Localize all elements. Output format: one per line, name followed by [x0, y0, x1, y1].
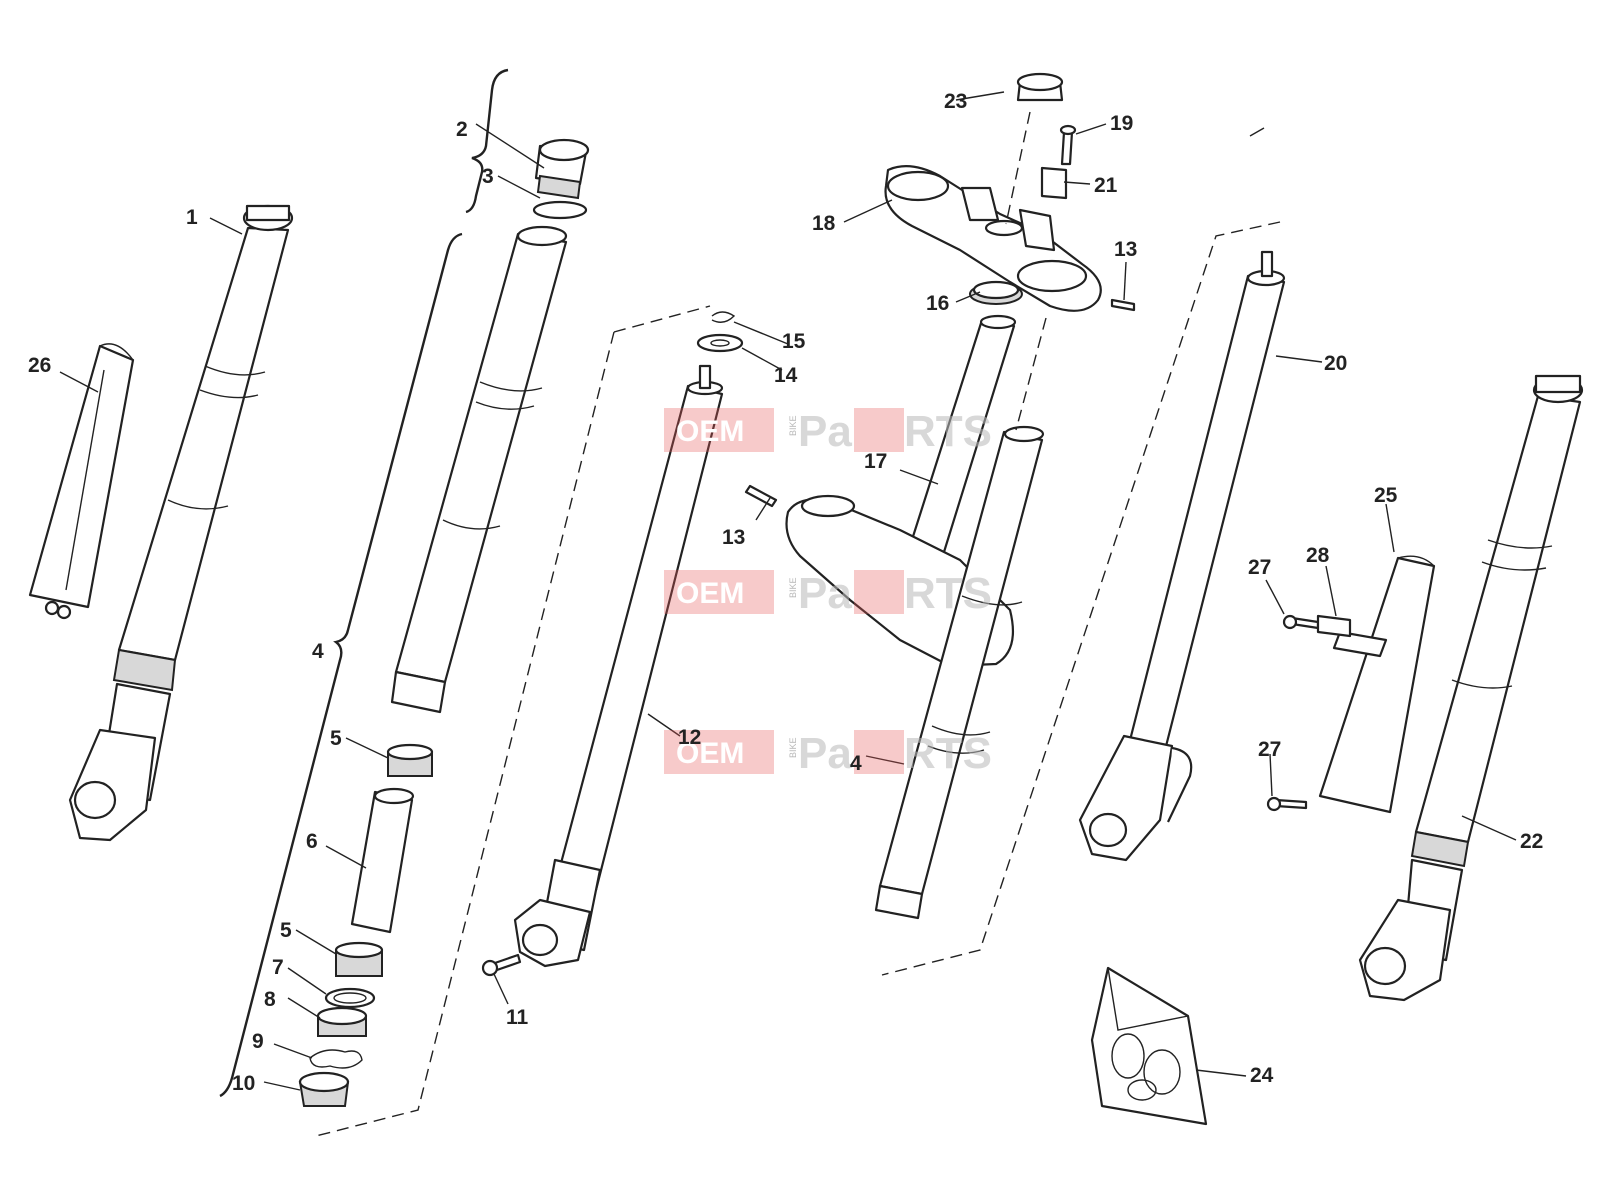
fork-leg-center: [874, 425, 1045, 920]
steering-nut: [1016, 72, 1064, 102]
callout-22: 22: [1520, 830, 1543, 853]
callout-13-right: 13: [1114, 238, 1137, 261]
clamp-bolt-right: [1110, 298, 1136, 312]
fork-guard-right: [1318, 555, 1436, 814]
leader-lines: [59, 91, 1517, 1091]
bushing-upper: [386, 743, 434, 777]
brace-group-2: [465, 68, 509, 214]
callout-25: 25: [1374, 484, 1398, 507]
callout-4-center: 4: [850, 752, 862, 775]
callout-27-upper: 27: [1248, 556, 1271, 579]
top-washer: [696, 333, 744, 353]
callout-16: 16: [926, 292, 949, 315]
svg-text:Pa: Pa: [798, 569, 852, 618]
seal-kit-bag: [1090, 966, 1208, 1126]
clamp-bracket: [1040, 166, 1068, 200]
svg-text:RTS: RTS: [904, 729, 992, 778]
svg-text:RTS: RTS: [904, 407, 992, 456]
bushing-lower: [334, 941, 384, 977]
callout-3: 3: [482, 165, 494, 188]
watermark-row-3: OEM BIKE Pa RTS: [664, 729, 992, 778]
callout-13-left: 13: [722, 526, 745, 549]
callout-20: 20: [1324, 352, 1347, 375]
callout-2: 2: [456, 118, 468, 141]
fork-leg-right-inner: [1078, 250, 1286, 862]
callout-28: 28: [1306, 544, 1330, 567]
fork-cap-upper: [532, 138, 590, 220]
circlip: [309, 1049, 363, 1069]
callout-6: 6: [306, 830, 318, 853]
bearing-ring: [969, 280, 1023, 305]
bolt-axle-clamp: [481, 953, 522, 977]
clamp-bolt-lower: [744, 484, 778, 508]
svg-text:OEM: OEM: [676, 577, 744, 610]
callout-26: 26: [28, 354, 51, 377]
callout-8: 8: [264, 988, 276, 1011]
callout-23: 23: [944, 90, 967, 113]
svg-text:RTS: RTS: [904, 569, 992, 618]
seal: [316, 1006, 368, 1037]
callout-12: 12: [678, 726, 701, 749]
assembly-outline-right: [881, 221, 1281, 976]
axis-lines: [1005, 111, 1047, 431]
fork-guard-left: [28, 343, 135, 620]
fork-leg-left: [68, 204, 294, 842]
fork-leg-right: [1358, 374, 1584, 1002]
callout-11: 11: [506, 1006, 529, 1029]
clamp-bolt-top: [1059, 124, 1077, 166]
callout-18: 18: [812, 212, 836, 235]
callout-1: 1: [186, 206, 198, 229]
retaining-clip: [711, 311, 736, 323]
guard-bolt-upper: [1282, 614, 1320, 630]
callout-9: 9: [252, 1030, 264, 1053]
svg-text:OEM: OEM: [676, 737, 744, 770]
spacer-tube: [350, 787, 415, 934]
callout-5-upper: 5: [330, 727, 342, 750]
dust-seal: [298, 1071, 350, 1107]
callout-5-lower: 5: [280, 919, 292, 942]
svg-text:BIKE: BIKE: [788, 415, 798, 436]
brace-group-4: [219, 232, 463, 1098]
callout-17: 17: [864, 450, 887, 473]
washer: [324, 987, 376, 1009]
callout-7: 7: [272, 956, 284, 979]
svg-text:Pa: Pa: [798, 407, 852, 456]
fork-inner-tube-center: [513, 364, 724, 968]
assembly-outline-center: [315, 305, 711, 1137]
guard-bracket: [1316, 614, 1352, 638]
upper-triple-clamp: [884, 165, 1102, 312]
callout-21: 21: [1094, 174, 1118, 197]
callout-10: 10: [232, 1072, 255, 1095]
callout-24: 24: [1250, 1064, 1274, 1087]
callout-15: 15: [782, 330, 806, 353]
callout-19: 19: [1110, 112, 1133, 135]
fork-outer-tube-left: [390, 225, 568, 714]
callout-27-lower: 27: [1258, 738, 1281, 761]
callout-14: 14: [774, 364, 798, 387]
callout-4-left: 4: [312, 640, 324, 663]
watermark-row-1: OEM BIKE Pa RTS: [664, 407, 992, 456]
svg-text:Pa: Pa: [798, 729, 852, 778]
callout-labels: 1 2 3 4 4 5 5 6 7 8 9 10 11 12 13 13 14 …: [28, 90, 1543, 1095]
svg-text:BIKE: BIKE: [788, 737, 798, 758]
svg-text:OEM: OEM: [676, 415, 744, 448]
watermark-row-2: OEM BIKE Pa RTS: [664, 569, 992, 618]
svg-text:BIKE: BIKE: [788, 577, 798, 598]
guard-bolt-lower: [1266, 796, 1308, 812]
